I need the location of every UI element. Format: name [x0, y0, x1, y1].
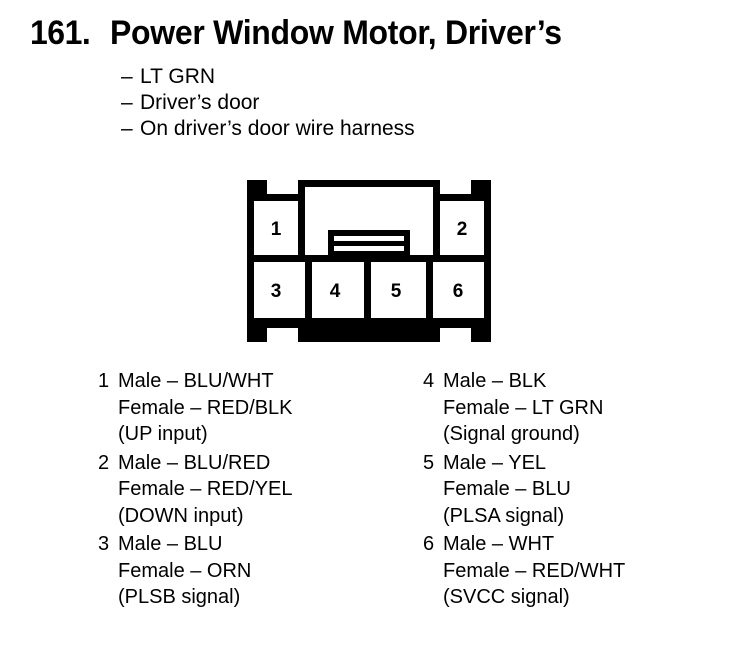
pin-entry-female: Female – RED/YEL [118, 478, 293, 500]
connector-cell-1-face [254, 201, 298, 255]
pin-entry: 6 Male – WHT Female – RED/WHT (SVCC sign… [423, 531, 625, 611]
connector-divider-3-4 [305, 262, 312, 318]
pin-entry-signal: (SVCC signal) [443, 586, 570, 608]
pin-entry-number: 5 [423, 451, 435, 474]
connector-pin-label-4: 4 [330, 281, 341, 302]
connector-latch-slot-upper [334, 236, 404, 241]
pin-entry-signal: (PLSA signal) [443, 504, 565, 527]
pin-entry-female: Female – BLU [443, 478, 571, 500]
pin-entry-female: Female – LT GRN [443, 396, 604, 419]
connector-diagram: 1 2 3 4 5 6 [240, 172, 498, 355]
description-list: – LT GRN – Driver’s door – On driver’s d… [121, 64, 415, 142]
connector-divider-4-5 [364, 262, 371, 318]
description-item-label: On driver’s door wire harness [140, 117, 415, 140]
connector-divider-1-gap [298, 194, 305, 255]
pin-entry-signal: (DOWN input) [118, 504, 244, 527]
dash-icon: – [121, 65, 133, 88]
connector-pin-label-6: 6 [453, 281, 464, 302]
pin-entry: 5 Male – YEL Female – BLU (PLSA signal) [423, 450, 625, 530]
connector-divider-5-6 [426, 262, 433, 318]
page-title: 161. Power Window Motor, Driver’s [30, 14, 591, 53]
page-title-text: Power Window Motor, Driver’s [110, 14, 562, 52]
pin-entry-male: Male – YEL [443, 451, 547, 474]
pin-entry-male: Male – BLK [443, 370, 547, 392]
page-title-number: 161. [30, 14, 91, 52]
pin-entry-number: 2 [98, 451, 110, 474]
pin-entry: 1 Male – BLU/WHT Female – RED/BLK (UP in… [98, 368, 293, 448]
pin-entry-male: Male – BLU [118, 533, 223, 555]
connector-cell-2-face [440, 201, 484, 255]
pin-entry: 2 Male – BLU/RED Female – RED/YEL (DOWN … [98, 450, 293, 530]
pin-entry-number: 4 [423, 370, 435, 392]
connector-pin-label-1: 1 [271, 219, 282, 240]
dash-icon: – [121, 91, 133, 114]
pin-entry-signal: (UP input) [118, 423, 208, 445]
pin-entry-male: Male – BLU/WHT [118, 370, 274, 392]
connector-latch-slot-lower [334, 246, 404, 251]
pin-list-left-column: 1 Male – BLU/WHT Female – RED/BLK (UP in… [98, 368, 293, 613]
pin-list-right-column: 4 Male – BLK Female – LT GRN (Signal gro… [423, 368, 625, 613]
description-item: – Driver’s door [121, 90, 415, 116]
pin-entry-signal: (Signal ground) [443, 423, 580, 445]
connector-latch-tab [328, 230, 410, 257]
connector-divider-gap-2 [433, 194, 440, 255]
pin-entry-female: Female – RED/BLK [118, 396, 293, 419]
pin-entry-number: 1 [98, 370, 110, 392]
pin-entry: 3 Male – BLU Female – ORN (PLSB signal) [98, 531, 293, 611]
connector-pin-label-5: 5 [391, 281, 402, 302]
pin-entry-number: 6 [423, 533, 435, 555]
pin-entry-signal: (PLSB signal) [118, 586, 241, 608]
description-item: – On driver’s door wire harness [121, 116, 415, 142]
connector-row-divider [247, 255, 491, 262]
pin-entry-number: 3 [98, 533, 110, 555]
pin-entry-female: Female – ORN [118, 559, 252, 582]
connector-pin-label-2: 2 [457, 219, 468, 240]
pin-entry-male: Male – BLU/RED [118, 451, 271, 474]
pin-entry: 4 Male – BLK Female – LT GRN (Signal gro… [423, 368, 625, 448]
connector-svg: 1 2 3 4 5 6 [247, 180, 491, 342]
connector-bottom-edge [247, 318, 491, 328]
connector-pin-label-3: 3 [271, 281, 282, 302]
description-item-label: Driver’s door [140, 91, 260, 114]
description-item-label: LT GRN [140, 65, 216, 88]
pin-entry-female: Female – RED/WHT [443, 559, 626, 582]
dash-icon: – [121, 117, 133, 140]
pin-entry-male: Male – WHT [443, 533, 555, 555]
description-item: – LT GRN [121, 64, 415, 90]
